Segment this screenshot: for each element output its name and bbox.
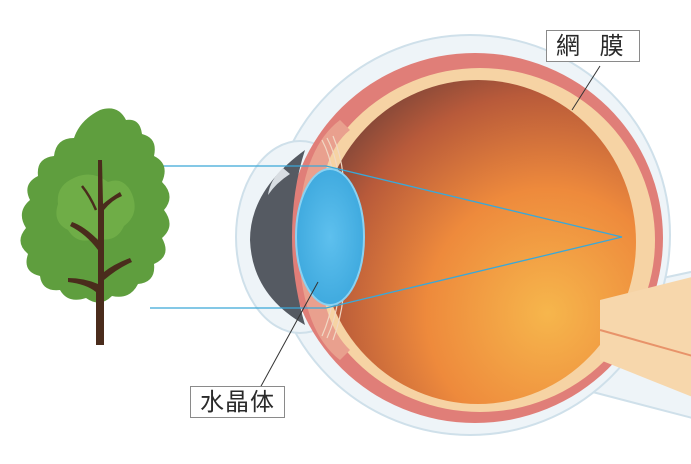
lens-label: 水晶体 [190, 386, 285, 418]
retina-label: 網 膜 [546, 30, 640, 62]
retina-leader-line [571, 65, 601, 111]
tree-icon [20, 108, 170, 345]
lens-leader-line [259, 281, 319, 389]
vitreous-body [320, 80, 636, 404]
lens [295, 168, 365, 306]
light-rays [150, 165, 623, 309]
cornea-dark [250, 150, 305, 325]
optic-nerve [600, 277, 691, 397]
cornea-highlight [268, 168, 290, 195]
optic-nerve-artery [599, 329, 691, 357]
